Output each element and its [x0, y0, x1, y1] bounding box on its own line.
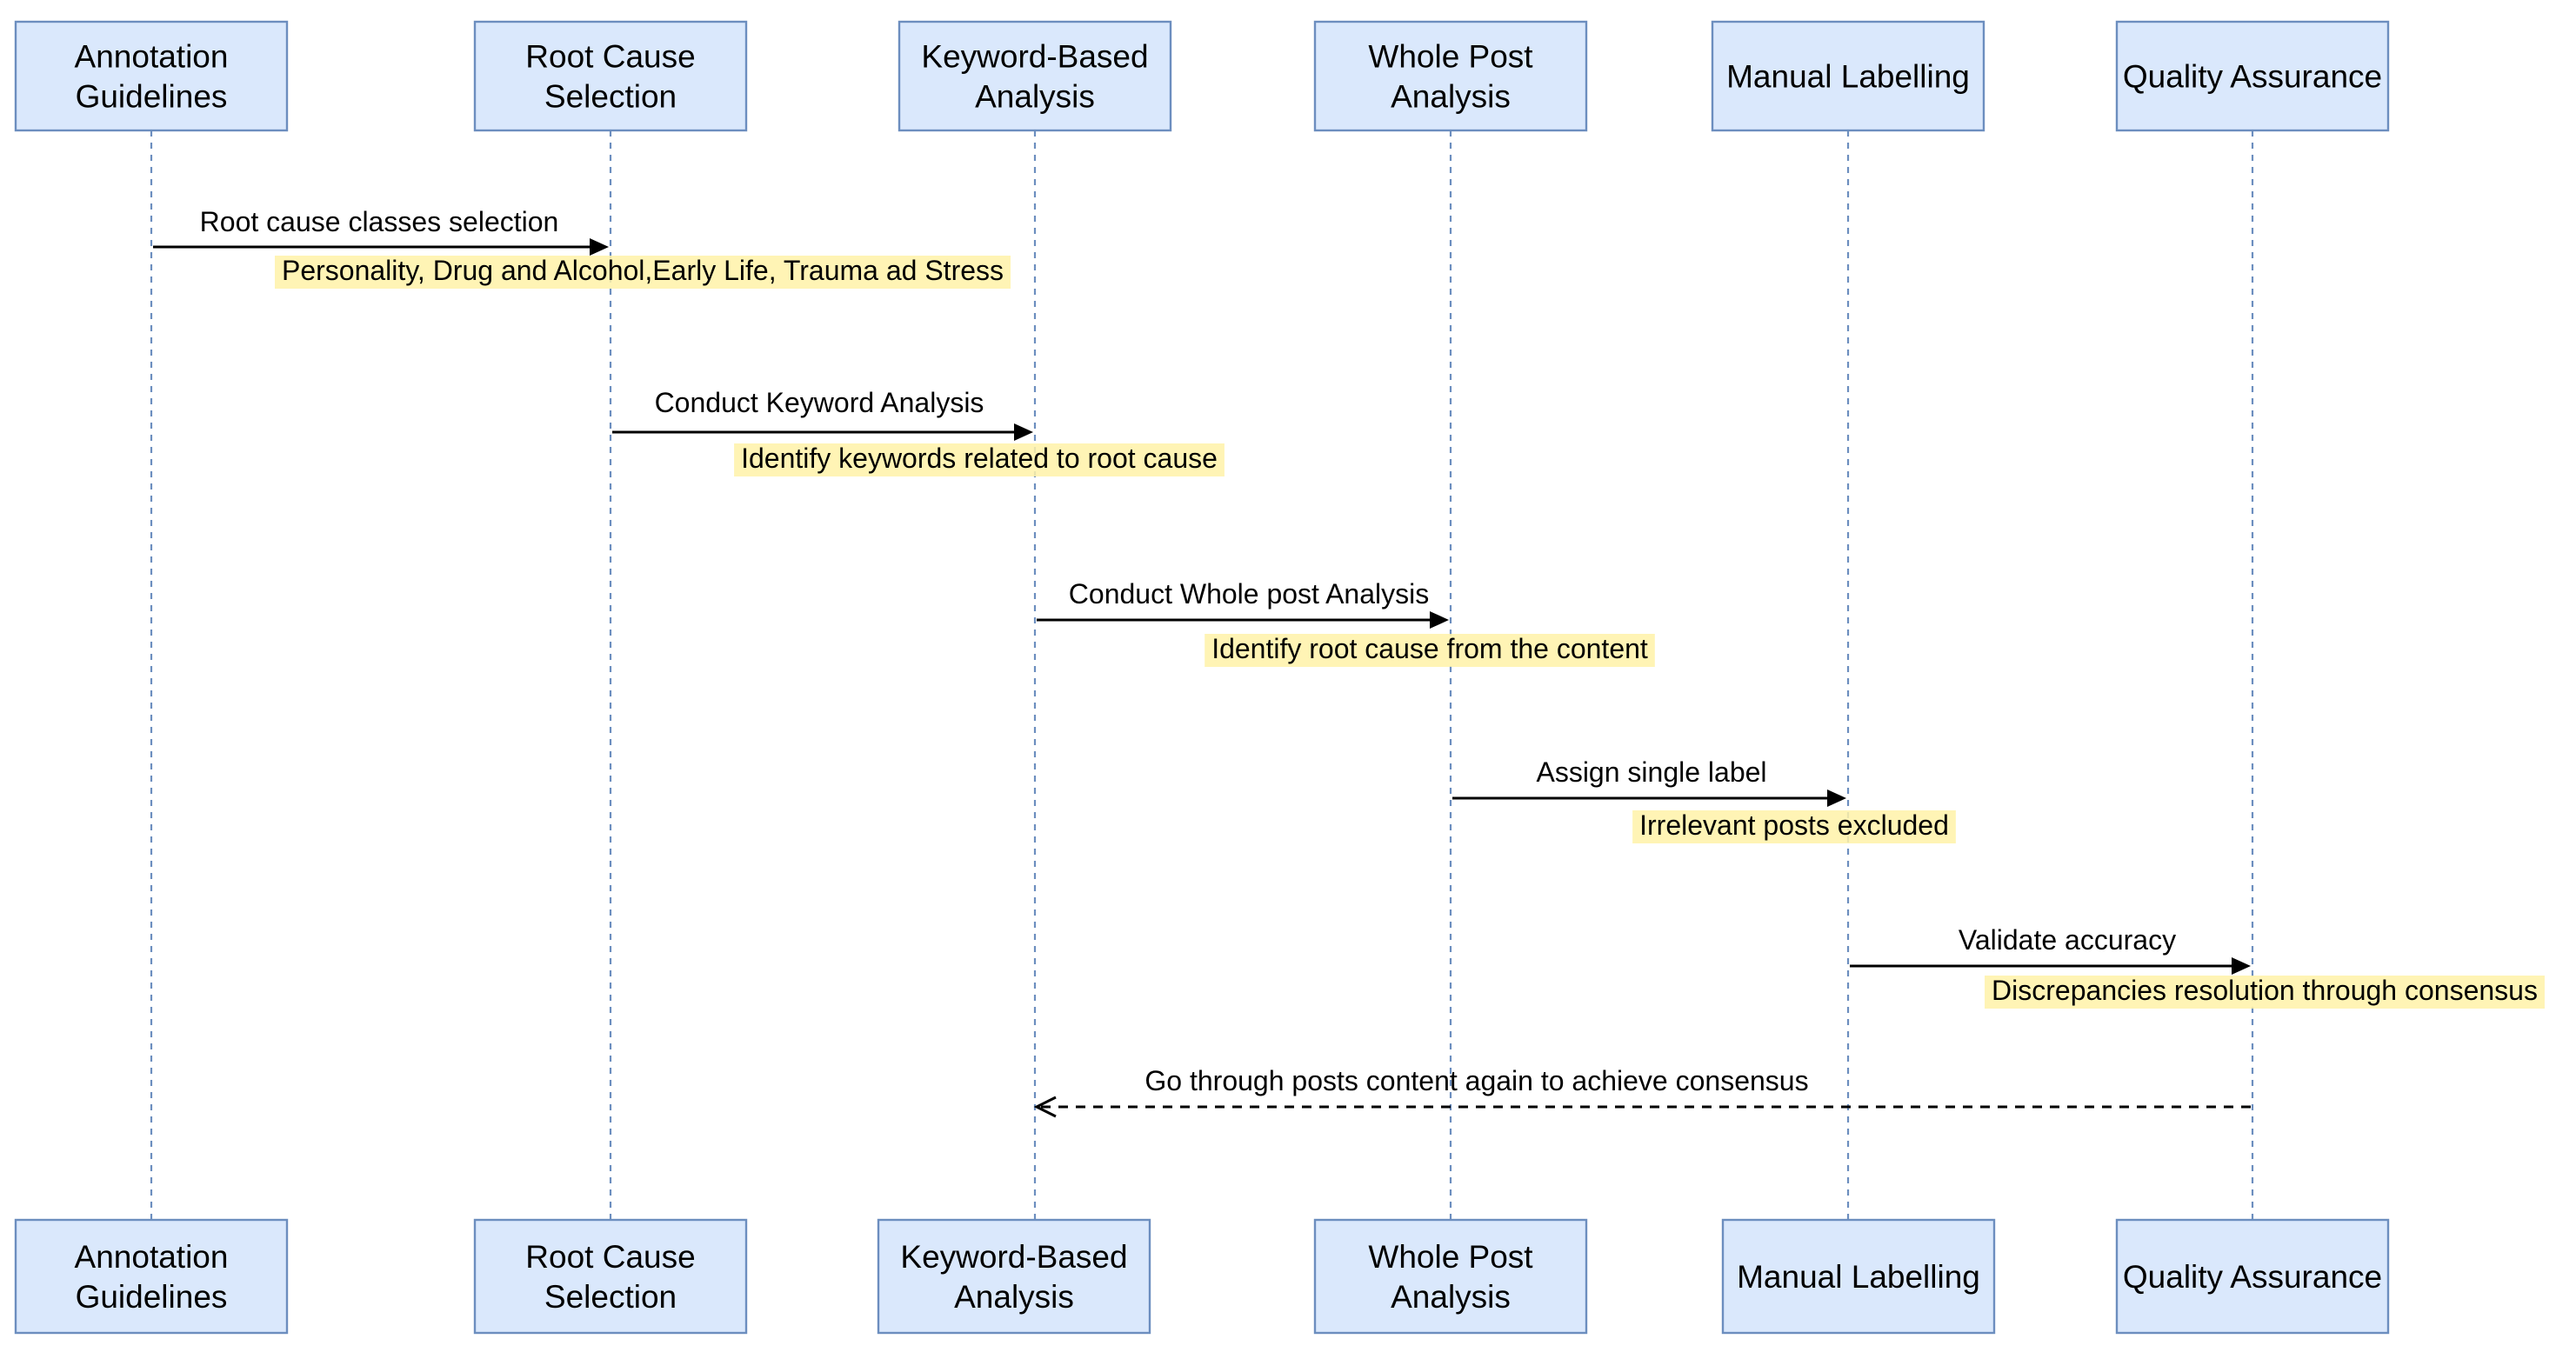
top-participant-label: Analysis: [1391, 79, 1511, 115]
top-participant-label: Selection: [544, 79, 677, 115]
bottom-participant-quality: Quality Assurance: [2115, 1218, 2390, 1335]
top-participant-quality: Quality Assurance: [2115, 20, 2390, 132]
message-3: Identify root cause from the content Cond…: [1037, 578, 1655, 667]
bottom-participant-label: Manual Labelling: [1737, 1259, 1980, 1295]
message-2: Identify keywords related to root cause C…: [612, 387, 1225, 476]
filled-arrowhead-icon: [1430, 611, 1449, 629]
note-highlight: [1632, 810, 1956, 843]
top-participant-label: Quality Assurance: [2123, 59, 2382, 95]
note-text: Irrelevant posts excluded: [1639, 809, 1949, 841]
bottom-participant-box: [877, 1218, 1151, 1335]
bottom-participant-label: Guidelines: [76, 1279, 228, 1315]
top-participant-box: [1313, 20, 1588, 132]
top-participant-label: Annotation: [75, 39, 229, 75]
message-label: Assign single label: [1536, 756, 1766, 788]
message-label: Validate accuracy: [1959, 924, 2176, 956]
bottom-participant-label: Analysis: [1391, 1279, 1511, 1315]
bottom-participant-box: [1313, 1218, 1588, 1335]
bottom-participant-box: [473, 1218, 748, 1335]
filled-arrowhead-icon: [590, 238, 609, 256]
message-label: Root cause classes selection: [200, 206, 559, 237]
bottom-participant-box: [2115, 1218, 2390, 1335]
bottom-participant-box: [14, 1218, 289, 1335]
top-participant-box: [1711, 20, 1985, 132]
note-highlight: [1985, 976, 2545, 1009]
message-6: Go through posts content again to achiev…: [1033, 1065, 2251, 1118]
top-participant-manual: Manual Labelling: [1711, 20, 1985, 132]
filled-arrowhead-icon: [2232, 957, 2251, 975]
open-arrowhead-icon: [1033, 1096, 1057, 1118]
message-label: Go through posts content again to achiev…: [1145, 1065, 1808, 1096]
bottom-participant-label: Root Cause: [525, 1239, 695, 1275]
filled-arrowhead-icon: [1827, 789, 1846, 807]
note-highlight: [1205, 634, 1655, 667]
bottom-participant-label: Keyword-Based: [900, 1239, 1127, 1275]
top-participant-box: [2115, 20, 2390, 132]
bottom-participant-label: Analysis: [954, 1279, 1074, 1315]
top-participant-label: Whole Post: [1368, 39, 1533, 75]
top-participant-box: [14, 20, 289, 132]
bottom-participant-box: [1721, 1218, 1996, 1335]
bottom-participant-label: Annotation: [75, 1239, 229, 1275]
note-highlight: [734, 443, 1225, 476]
top-participant-label: Analysis: [975, 79, 1095, 115]
note-text: Identify root cause from the content: [1211, 633, 1648, 664]
message-5: Discrepancies resolution through consens…: [1850, 924, 2545, 1009]
note-text: Discrepancies resolution through consens…: [1992, 975, 2538, 1006]
top-participant-label: Guidelines: [76, 79, 228, 115]
top-participant-box: [898, 20, 1172, 132]
bottom-participant-label: Selection: [544, 1279, 677, 1315]
message-label: Conduct Keyword Analysis: [655, 387, 984, 418]
messages: Personality, Drug and Alcohol,Early Life…: [153, 206, 2545, 1118]
note-text: Personality, Drug and Alcohol,Early Life…: [282, 255, 1004, 286]
note-text: Identify keywords related to root cause: [741, 443, 1218, 474]
bottom-participant-manual: Manual Labelling: [1721, 1218, 1996, 1335]
top-participant-label: Keyword-Based: [921, 39, 1148, 75]
lifelines: [150, 130, 2254, 1220]
message-4: Irrelevant posts excluded Assign single l…: [1452, 756, 1956, 843]
bottom-participant-label: Whole Post: [1368, 1239, 1533, 1275]
top-participant-label: Manual Labelling: [1726, 59, 1970, 95]
note-highlight: [274, 256, 1011, 289]
top-participant-box: [473, 20, 748, 132]
bottom-participant-label: Quality Assurance: [2123, 1259, 2382, 1295]
filled-arrowhead-icon: [1014, 423, 1033, 441]
message-label: Conduct Whole post Analysis: [1069, 578, 1429, 610]
message-1: Personality, Drug and Alcohol,Early Life…: [153, 206, 1011, 289]
top-participant-label: Root Cause: [525, 39, 695, 75]
